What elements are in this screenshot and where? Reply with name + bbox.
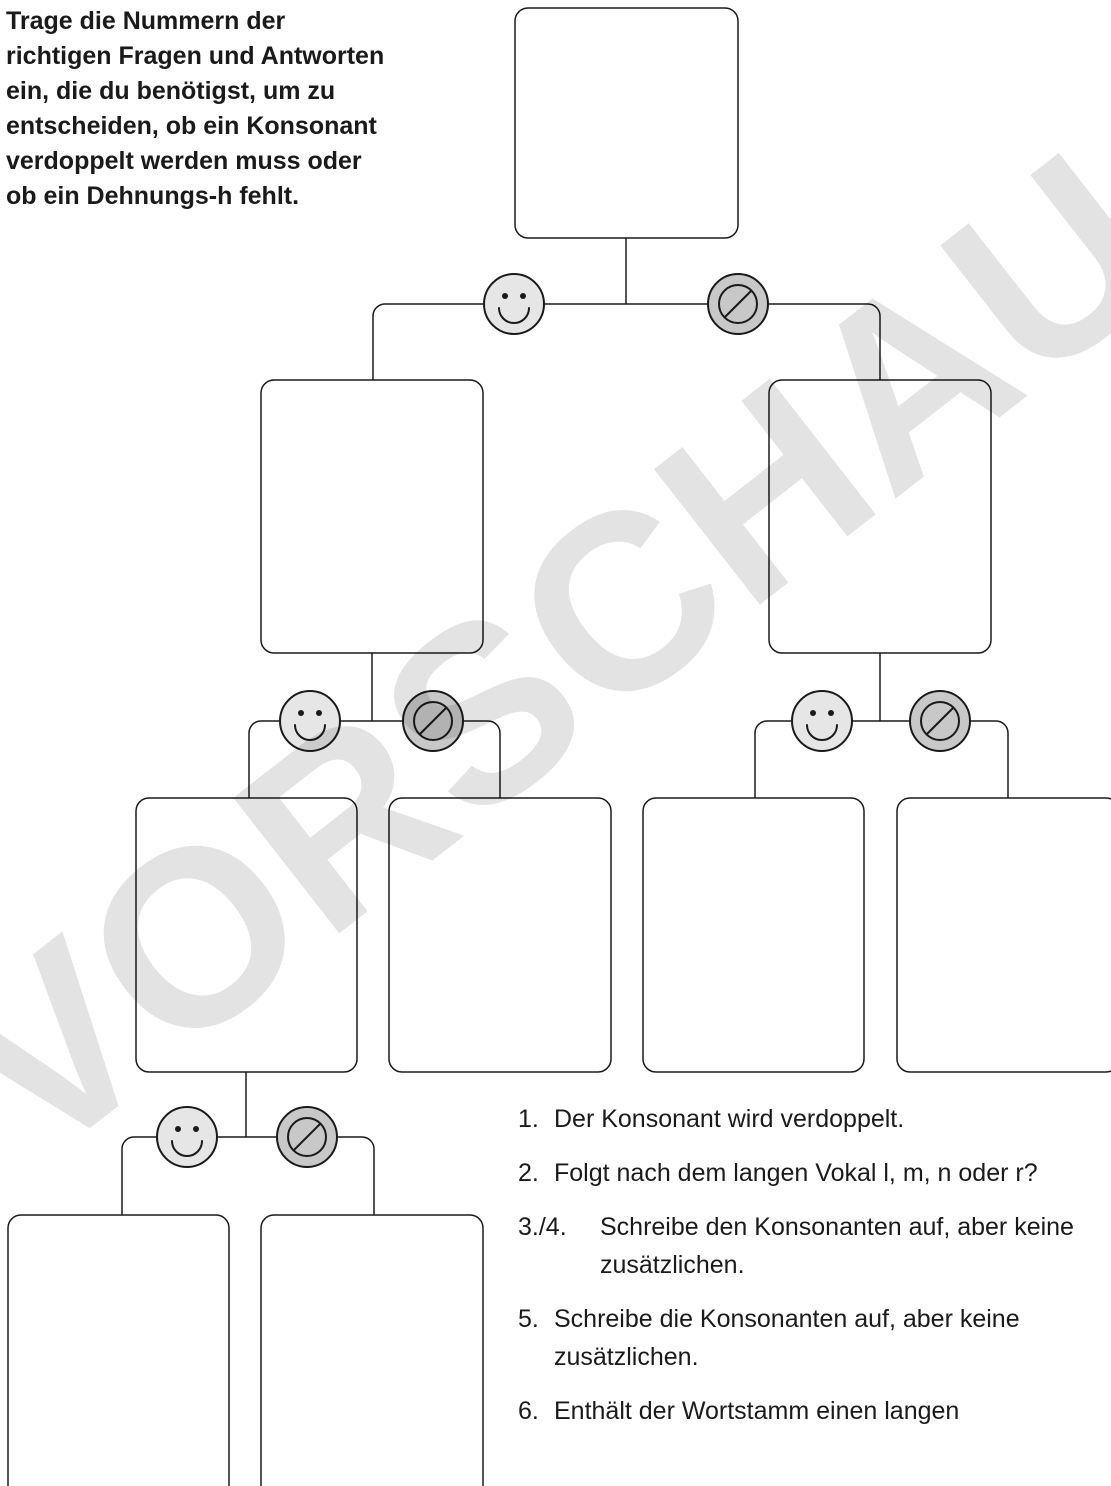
instruction-line: Trage die Nummern der <box>6 7 286 35</box>
prohibited-icon <box>909 690 971 752</box>
prohibited-icon <box>707 273 769 335</box>
smiley-icon <box>483 273 545 335</box>
answer-box-level4-left[interactable] <box>7 1214 230 1486</box>
answer-item: 5. Schreibe die Konsonanten auf, aber ke… <box>518 1300 1108 1376</box>
answer-text: Folgt nach dem langen Vokal l, m, n oder… <box>554 1159 1038 1187</box>
answer-text: Schreibe die Konsonanten auf, aber keine… <box>554 1305 1020 1371</box>
instruction-line: richtigen Fragen und Antworten <box>6 42 385 70</box>
prohibited-icon <box>402 690 464 752</box>
answer-box-level2-right[interactable] <box>768 379 992 654</box>
answer-number: 3./4. <box>518 1213 567 1241</box>
answer-item: 2. Folgt nach dem langen Vokal l, m, n o… <box>518 1154 1108 1192</box>
answer-box-level3-1[interactable] <box>135 797 358 1073</box>
smiley-icon <box>279 690 341 752</box>
answer-number: 5. <box>518 1305 539 1333</box>
answer-item: 6. Enthält der Wortstamm einen langen <box>518 1392 1108 1430</box>
answer-box-level2-left[interactable] <box>260 379 484 654</box>
answer-list: 1. Der Konsonant wird verdoppelt. 2. Fol… <box>518 1100 1108 1446</box>
instruction-line: ein, die du benötigst, um zu <box>6 77 336 105</box>
answer-number: 6. <box>518 1397 539 1425</box>
answer-text: Enthält der Wortstamm einen langen <box>554 1397 960 1425</box>
connector-lines <box>121 238 1009 1215</box>
answer-item: 1. Der Konsonant wird verdoppelt. <box>518 1100 1108 1138</box>
answer-text: Der Konsonant wird verdoppelt. <box>554 1105 905 1133</box>
answer-box-level3-4[interactable] <box>896 797 1111 1073</box>
answer-box-level3-3[interactable] <box>642 797 865 1073</box>
answer-box-level4-right[interactable] <box>260 1214 484 1486</box>
answer-box-level3-2[interactable] <box>388 797 612 1073</box>
instruction-line: entscheiden, ob ein Konsonant <box>6 112 377 140</box>
answer-text: Schreibe den Konsonanten auf, aber keine… <box>600 1213 1074 1279</box>
instruction-text: Trage die Nummern der richtigen Fragen u… <box>6 4 476 214</box>
answer-box-root[interactable] <box>514 7 739 239</box>
answer-number: 1. <box>518 1105 539 1133</box>
instruction-line: ob ein Dehnungs-h fehlt. <box>6 182 300 210</box>
smiley-icon <box>156 1106 218 1168</box>
answer-number: 2. <box>518 1159 539 1187</box>
answer-item: 3./4. Schreibe den Konsonanten auf, aber… <box>518 1208 1108 1284</box>
smiley-icon <box>791 690 853 752</box>
prohibited-icon <box>276 1106 338 1168</box>
instruction-line: verdoppelt werden muss oder <box>6 147 362 175</box>
